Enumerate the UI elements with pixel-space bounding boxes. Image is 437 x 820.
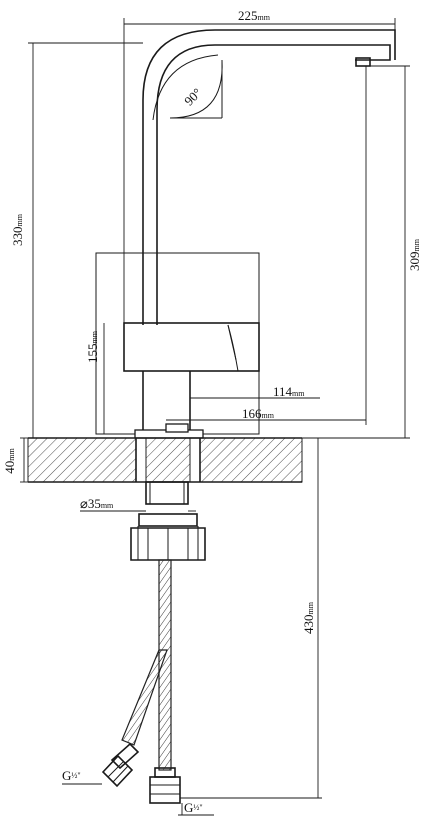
dim-outlet-height: 309mm bbox=[407, 238, 422, 271]
supply-hose-left bbox=[121, 649, 168, 746]
faucet-spout bbox=[142, 29, 396, 325]
dim-counter-thickness: 40mm bbox=[2, 448, 17, 474]
connector-label-right: G½" bbox=[184, 800, 203, 815]
dim-total-height: 330mm bbox=[10, 213, 25, 246]
handle-lever bbox=[123, 322, 260, 372]
connector-label-left: G½" bbox=[62, 768, 81, 783]
spout-outlet bbox=[355, 57, 371, 67]
mounting-shank bbox=[145, 481, 189, 505]
dim-hole-diameter: ⌀35mm bbox=[80, 496, 114, 511]
spout-angle-label: 90° bbox=[181, 85, 204, 108]
dim-lines bbox=[20, 18, 410, 816]
hose-connector-left bbox=[101, 742, 140, 788]
dim-body-height: 155mm bbox=[85, 330, 100, 363]
dim-outlet-offset: 166mm bbox=[242, 406, 275, 421]
countertop-section bbox=[27, 437, 303, 483]
faucet-base bbox=[134, 371, 204, 439]
hose-connector-right bbox=[149, 767, 181, 804]
angle-marker bbox=[169, 59, 223, 119]
mounting-nut bbox=[130, 513, 206, 561]
dim-spout-reach: 225mm bbox=[238, 8, 271, 23]
dim-hose-length: 430mm bbox=[301, 601, 316, 634]
faucet-body-outline bbox=[95, 252, 260, 435]
dim-handle-reach: 114mm bbox=[273, 384, 305, 399]
